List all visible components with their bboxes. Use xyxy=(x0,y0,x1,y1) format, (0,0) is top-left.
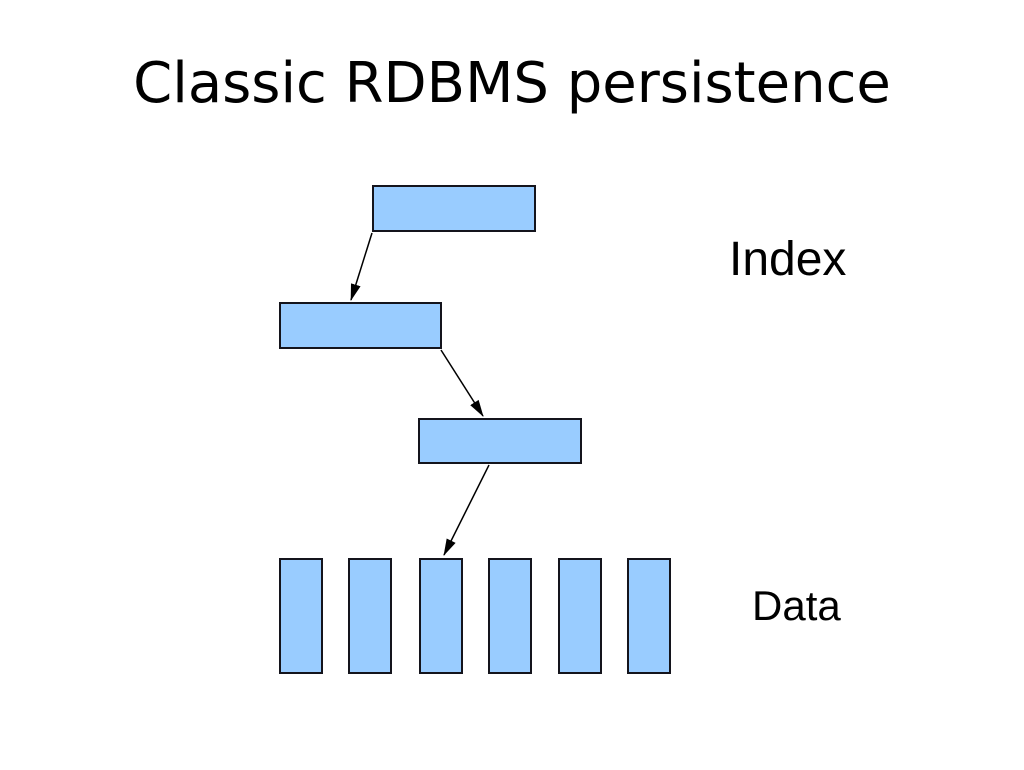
data-cell-3 xyxy=(419,558,463,674)
data-cell-5 xyxy=(558,558,602,674)
data-cell-4 xyxy=(488,558,532,674)
arrow-3 xyxy=(443,464,490,556)
slide-title: Classic RDBMS persistence xyxy=(133,51,891,116)
index-node-2 xyxy=(279,302,442,349)
arrow-1 xyxy=(350,232,373,301)
data-cell-2 xyxy=(348,558,392,674)
index-node-3 xyxy=(418,418,582,464)
index-node-1 xyxy=(372,185,536,232)
data-label: Data xyxy=(752,582,841,629)
data-cell-1 xyxy=(279,558,323,674)
data-cell-6 xyxy=(627,558,671,674)
index-label: Index xyxy=(729,233,847,286)
arrow-2 xyxy=(440,349,484,417)
